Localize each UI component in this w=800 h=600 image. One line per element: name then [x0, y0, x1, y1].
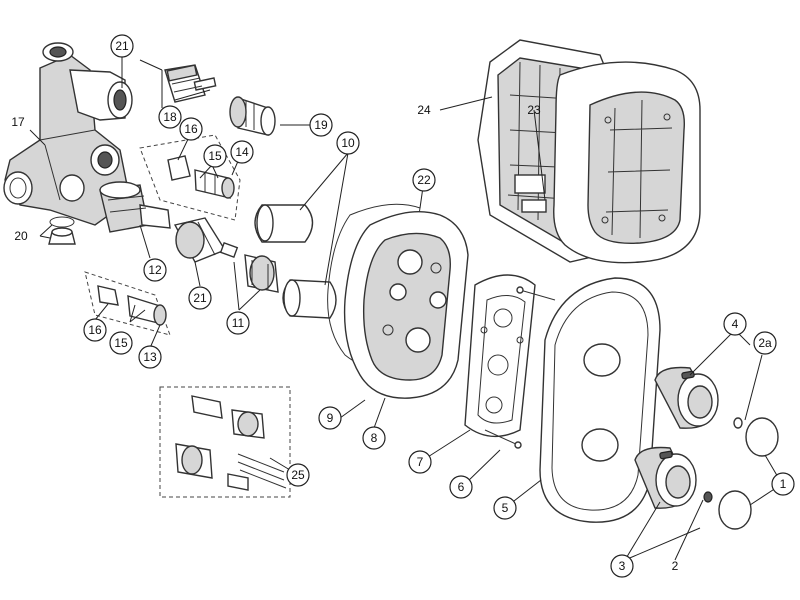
callout-20: 20 [14, 229, 28, 243]
part-2a-screw [733, 417, 743, 429]
callout-18: 18 [158, 105, 182, 129]
callout-16-bottom: 16 [83, 318, 107, 342]
callout-21-top: 21 [110, 34, 134, 58]
callout-label: 21 [115, 39, 129, 53]
part-5-cover-plate [539, 277, 661, 523]
part-20-nut [48, 216, 76, 245]
part-11-spindle [244, 254, 279, 293]
part-7-mounting-plate [464, 274, 536, 438]
callout-label: 15 [208, 149, 222, 163]
part-23-mounting-frame [553, 61, 701, 264]
callout-5: 5 [493, 496, 517, 520]
callout-15-bottom: 15 [109, 331, 133, 355]
callout-label: 18 [163, 110, 177, 124]
callout-label: 22 [417, 173, 431, 187]
callout-label: 1 [780, 477, 787, 491]
callout-21-bottom: 21 [188, 286, 212, 310]
callout-19: 19 [309, 113, 333, 137]
callout-17: 17 [11, 115, 25, 129]
callout-label: 7 [417, 455, 424, 469]
leader-lines [29, 55, 783, 561]
callout-label: 13 [143, 350, 157, 364]
part-8-backplate [343, 210, 469, 399]
callout-16-top: 16 [179, 117, 203, 141]
callout-15-top: 15 [203, 144, 227, 168]
callout-6: 6 [449, 475, 473, 499]
part-21-diverter [173, 217, 239, 263]
callout-label: 25 [291, 468, 305, 482]
callout-8: 8 [362, 426, 386, 450]
callout-label: 16 [88, 323, 102, 337]
part-25-kit [159, 386, 291, 498]
callout-label: 14 [235, 145, 249, 159]
callout-label: 19 [314, 118, 328, 132]
callout-label: 8 [371, 431, 378, 445]
part-3-handle-lower [634, 446, 697, 509]
callout-25: 25 [286, 463, 310, 487]
part-10-sleeves [254, 204, 337, 319]
callout-14: 14 [230, 140, 254, 164]
callout-label: 12 [148, 263, 162, 277]
callout-9: 9 [318, 406, 342, 430]
callout-label: 21 [193, 291, 207, 305]
callout-label: 24 [417, 103, 431, 117]
part-12-thermo-cartridge [99, 181, 171, 233]
callout-7: 7 [408, 450, 432, 474]
callout-label: 23 [527, 103, 541, 117]
callout-24: 24 [417, 103, 431, 117]
callout-label: 17 [11, 115, 25, 129]
part-4-handle-upper [654, 366, 719, 429]
callout-label: 16 [184, 122, 198, 136]
callout-label: 20 [14, 229, 28, 243]
callout-label: 9 [327, 411, 334, 425]
callout-3: 3 [610, 554, 634, 578]
part-2-screw [703, 491, 713, 503]
callout-13: 13 [138, 345, 162, 369]
callout-label: 15 [114, 336, 128, 350]
callout-22: 22 [412, 168, 436, 192]
callout-2: 2 [672, 559, 679, 573]
callout-label: 10 [341, 136, 355, 150]
part-22-gasket [327, 203, 421, 369]
callout-label: 4 [732, 317, 739, 331]
part-1-caps [718, 417, 779, 530]
callout-label: 2 [672, 559, 679, 573]
callout-4: 4 [723, 312, 747, 336]
callout-label: 2a [758, 336, 772, 350]
callout-label: 11 [232, 316, 245, 330]
callout-label: 6 [458, 480, 465, 494]
callout-12: 12 [143, 258, 167, 282]
part-14-kit [139, 134, 241, 221]
callout-1: 1 [771, 472, 795, 496]
part-18-cartridge [164, 64, 217, 103]
callout-10: 10 [336, 131, 360, 155]
part-17-valve-body [3, 42, 133, 226]
callout-23: 23 [527, 103, 541, 117]
callout-2a: 2a [753, 331, 777, 355]
callout-label: 5 [502, 501, 509, 515]
callout-11: 11 [226, 311, 250, 335]
part-6-screws [484, 286, 556, 449]
part-19-sleeve [229, 96, 276, 136]
callout-label: 3 [619, 559, 626, 573]
